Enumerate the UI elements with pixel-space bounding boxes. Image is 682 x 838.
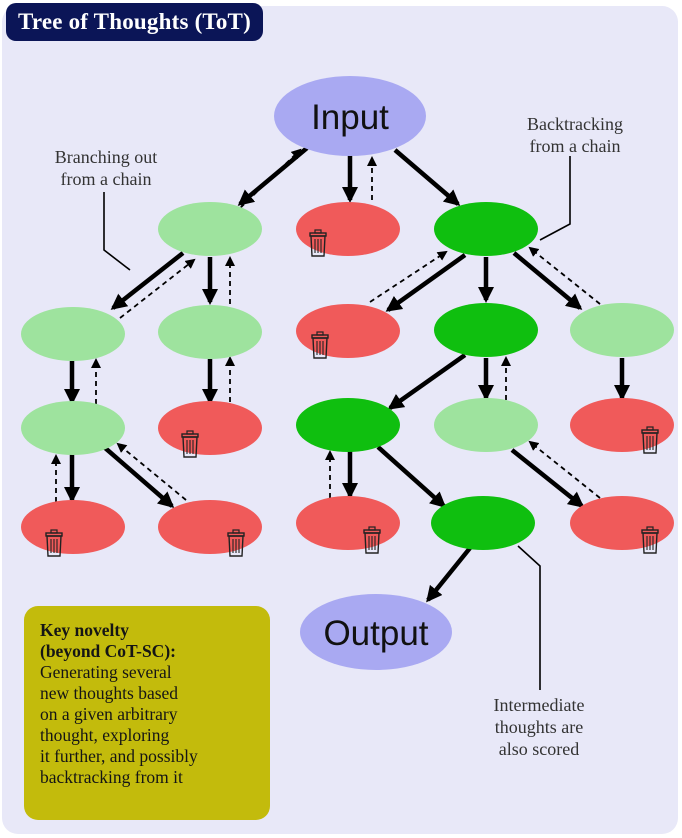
output-label: Output xyxy=(323,614,428,653)
selected-thought-node xyxy=(296,398,400,452)
selected-thought-node xyxy=(431,496,535,550)
output-node: Output xyxy=(300,594,452,670)
thought-node xyxy=(158,202,262,256)
thought-node xyxy=(21,401,125,455)
selected-thought-node xyxy=(434,202,538,256)
intermediate-annotation-line2: thoughts are xyxy=(495,717,583,737)
novelty-heading-line2: (beyond CoT-SC): xyxy=(40,641,176,661)
input-node: Input xyxy=(274,76,426,156)
discarded-thought-node xyxy=(296,202,400,257)
key-novelty-box xyxy=(24,606,270,820)
intermediate-annotation-line3: also scored xyxy=(499,739,579,759)
forward-edges xyxy=(64,146,630,603)
discarded-thought-node xyxy=(296,496,400,554)
backtracking-annotation-line1: Backtracking xyxy=(527,114,623,134)
thought-node xyxy=(158,305,262,359)
discarded-thought-node xyxy=(158,500,262,557)
novelty-heading-line1: Key novelty xyxy=(40,620,129,640)
novelty-body-line: it further, and possibly xyxy=(40,746,198,766)
branching-annotation-line1: Branching out xyxy=(55,147,157,167)
branching-annotation-line2: from a chain xyxy=(61,169,152,189)
novelty-body-line: backtracking from it xyxy=(40,767,183,787)
selected-thought-node xyxy=(434,303,538,357)
diagram-title: Tree of Thoughts (ToT) xyxy=(6,3,263,41)
novelty-body-line: Generating several xyxy=(40,662,172,682)
novelty-body-line: on a given arbitrary xyxy=(40,704,178,724)
intermediate-annotation-line1: Intermediate xyxy=(494,695,585,715)
callout-lines xyxy=(103,156,571,690)
feedback-edges xyxy=(51,148,601,502)
discarded-thought-node xyxy=(570,398,674,454)
input-label: Input xyxy=(311,98,389,137)
thought-node xyxy=(434,398,538,452)
discarded-thought-node xyxy=(296,304,400,359)
novelty-body-line: thought, exploring xyxy=(40,725,170,745)
thought-node xyxy=(570,303,674,357)
discarded-thought-node xyxy=(21,500,125,557)
discarded-thought-node xyxy=(158,401,262,458)
thought-node xyxy=(21,307,125,361)
novelty-body-line: new thoughts based xyxy=(40,683,179,703)
key-novelty-text: Key novelty (beyond CoT-SC): Generating … xyxy=(40,620,270,788)
discarded-thought-node xyxy=(570,496,674,554)
backtracking-annotation-line2: from a chain xyxy=(530,136,621,156)
